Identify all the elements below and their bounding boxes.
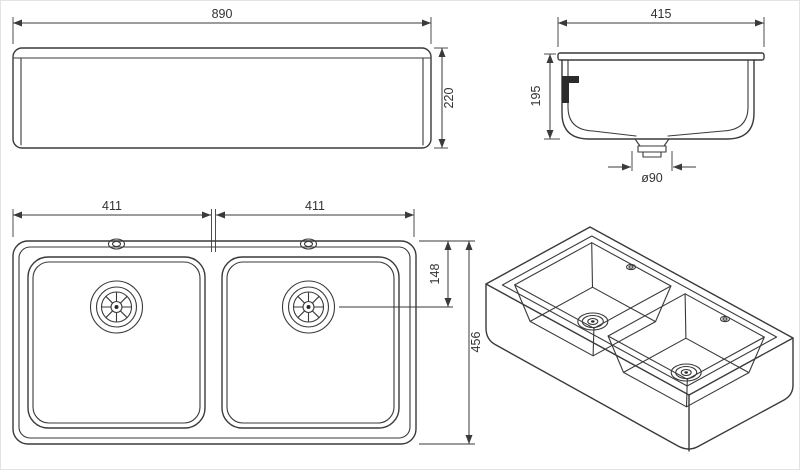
plan-view: 411 411 148 [12, 199, 483, 445]
plan-right-bowl-dimension: 411 [215, 199, 415, 252]
side-width-dimension: 415 [557, 7, 765, 47]
side-drain-dimension: ø90 [608, 151, 696, 185]
plan-left-bowl-label: 411 [102, 199, 122, 213]
plan-sink-outline [12, 240, 417, 445]
plan-right-bowl-label: 411 [305, 199, 325, 213]
iso-left-overflow-icon [625, 263, 637, 271]
fixing-clip [562, 76, 579, 103]
plan-drain-centre-dimension: 148 [339, 240, 475, 308]
side-drain-label: ø90 [641, 171, 663, 185]
side-outer-profile [561, 59, 755, 140]
iso-right-drain-icon [670, 363, 702, 382]
front-sink-outline [12, 47, 432, 149]
front-view: 890 220 [12, 7, 456, 149]
iso-right-overflow-icon [719, 315, 731, 323]
side-width-label: 415 [651, 7, 672, 21]
iso-left-drain-icon [577, 312, 609, 331]
iso-rim-inner [501, 235, 778, 387]
side-view: 415 195 ø90 [529, 7, 765, 185]
left-strainer-icon [89, 280, 144, 334]
right-strainer-icon [281, 280, 336, 334]
isometric-view [485, 226, 794, 452]
front-height-dimension: 220 [434, 47, 456, 149]
plan-left-bowl [27, 256, 206, 429]
front-width-dimension: 890 [12, 7, 432, 44]
side-rim [557, 52, 765, 61]
plan-depth-dimension: 456 [419, 241, 483, 445]
plan-drain-centre-label: 148 [428, 264, 442, 285]
iso-rim-outer [485, 226, 794, 396]
plan-right-bowl [221, 256, 400, 429]
plan-left-bowl-dimension: 411 [12, 199, 212, 252]
side-height-label: 195 [529, 86, 543, 107]
plan-depth-label: 456 [469, 332, 483, 353]
front-height-label: 220 [442, 88, 456, 109]
side-height-dimension: 195 [529, 53, 560, 140]
front-width-label: 890 [212, 7, 233, 21]
side-drain [634, 138, 670, 158]
